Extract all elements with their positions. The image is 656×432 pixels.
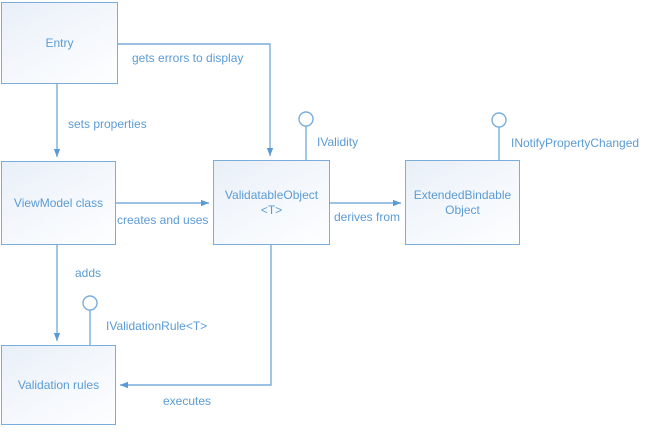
edge-label-sets-properties: sets properties <box>68 117 147 131</box>
interface-lollipop-ivalidationrule <box>82 295 98 345</box>
connector-gets-errors-to-display <box>118 43 274 156</box>
node-validatable-object[interactable]: ValidatableObject <T> <box>213 160 330 245</box>
connector-executes <box>120 245 272 389</box>
node-validatable-object-label: ValidatableObject <T> <box>224 187 319 217</box>
edge-label-creates-and-uses: creates and uses <box>117 213 209 227</box>
interface-label-ivalidity: IValidity <box>317 135 359 149</box>
interface-label-ivalidationrule: IValidationRule<T> <box>106 319 208 333</box>
edge-label-executes: executes <box>163 394 212 408</box>
edge-label-adds: adds <box>75 266 102 280</box>
node-viewmodel-class-label: ViewModel class <box>13 195 104 210</box>
node-entry[interactable]: Entry <box>1 2 118 84</box>
node-extended-bindable-object[interactable]: ExtendedBindable Object <box>405 160 520 245</box>
interface-lollipop-inotifypropertychanged <box>491 112 507 160</box>
edge-label-gets-errors-to-display: gets errors to display <box>132 51 244 65</box>
edge-label-derives-from: derives from <box>334 210 401 224</box>
node-validation-rules-label: Validation rules <box>17 377 100 392</box>
interface-label-inotifypropertychanged: INotifyPropertyChanged <box>511 136 640 150</box>
node-validation-rules[interactable]: Validation rules <box>1 345 116 425</box>
interface-lollipop-ivalidity <box>298 111 314 160</box>
node-entry-label: Entry <box>45 35 74 50</box>
node-viewmodel-class[interactable]: ViewModel class <box>1 161 116 245</box>
node-extended-bindable-object-label: ExtendedBindable Object <box>413 187 512 217</box>
